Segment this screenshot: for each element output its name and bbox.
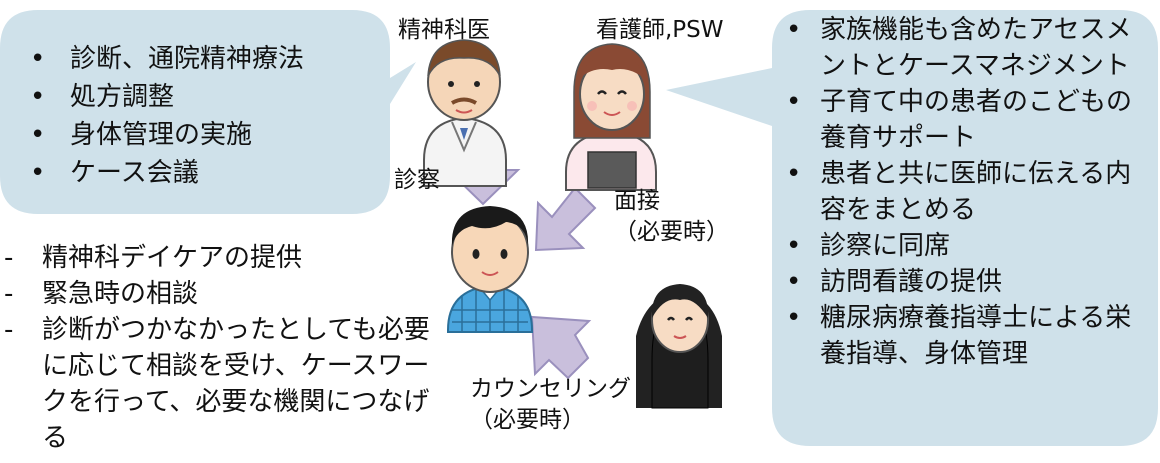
interview-label: 面接 （必要時） bbox=[614, 188, 729, 245]
psychiatrist-speech-bubble bbox=[0, 10, 416, 214]
nurse-task-list: •家族機能も含めたアセスメントとケースマネジメント •子育て中の患者のこどもの養… bbox=[786, 12, 1150, 372]
list-item: •子育て中の患者のこどもの養育サポート bbox=[786, 87, 1133, 153]
counseling-arrow bbox=[530, 315, 592, 380]
list-item: •診断、通院精神療法 bbox=[30, 44, 305, 74]
list-item: •身体管理の実施 bbox=[30, 120, 253, 150]
psychiatrist-task-list: •診断、通院精神療法 •処方調整 •身体管理の実施 •ケース会議 bbox=[30, 40, 380, 192]
nurse-speech-bubble bbox=[666, 10, 1158, 446]
list-item: •訪問看護の提供 bbox=[786, 267, 1003, 297]
list-item: •患者と共に医師に伝える内容をまとめる bbox=[786, 159, 1132, 225]
list-item: •家族機能も含めたアセスメントとケースマネジメント bbox=[786, 15, 1132, 81]
interview-arrow bbox=[534, 186, 597, 252]
psychiatrist-label: 精神科医 bbox=[398, 17, 490, 43]
nurse-illustration bbox=[565, 43, 657, 191]
list-item: •診察に同席 bbox=[786, 231, 951, 261]
list-item: -診断がつかなかったとしても必要に応じて相談を受け、ケースワークを行って、必要な… bbox=[4, 315, 430, 453]
patient-illustration bbox=[447, 206, 533, 333]
list-item: •処方調整 bbox=[30, 82, 175, 112]
list-item: -緊急時の相談 bbox=[4, 279, 199, 309]
nurse-psw-label: 看護師,PSW bbox=[596, 17, 724, 43]
counseling-label: カウンセリング （必要時） bbox=[470, 376, 631, 433]
list-item: -精神科デイケアの提供 bbox=[4, 243, 303, 273]
list-item: •ケース会議 bbox=[30, 158, 199, 188]
list-item: •糖尿病療養指導士による栄養指導、身体管理 bbox=[786, 303, 1132, 369]
clinic-services-list: -精神科デイケアの提供 -緊急時の相談 -診断がつかなかったとしても必要に応じて… bbox=[4, 240, 430, 456]
counselor-illustration bbox=[636, 284, 722, 409]
exam-label: 診察 bbox=[394, 167, 440, 193]
psychiatrist-illustration bbox=[423, 39, 507, 187]
